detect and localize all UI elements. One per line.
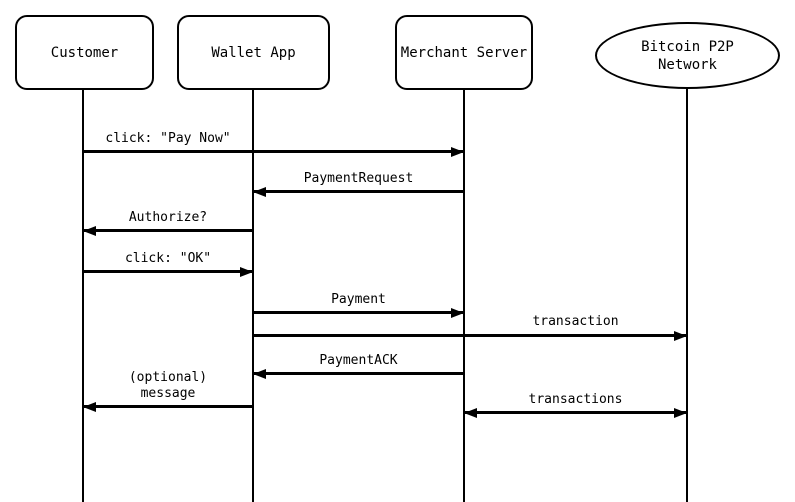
- arrowhead-left-icon: [83, 226, 96, 236]
- lifeline-wallet-app: [252, 90, 254, 502]
- message-transaction-label: transaction: [532, 314, 619, 329]
- message-payment-ack-label: PaymentACK: [319, 353, 398, 368]
- arrowhead-left-icon: [83, 402, 96, 412]
- arrow-line: [253, 311, 464, 314]
- participant-customer: Customer: [15, 15, 154, 90]
- arrow-line: [83, 229, 253, 232]
- arrowhead-right-icon: [674, 331, 687, 341]
- arrowhead-right-icon: [451, 147, 464, 157]
- arrowhead-right-icon: [674, 408, 687, 418]
- arrow-line: [253, 334, 687, 337]
- participant-bitcoin-p2p-network-label: Bitcoin P2P Network: [641, 38, 734, 73]
- message-payment-request-label: PaymentRequest: [303, 171, 414, 186]
- arrow-line: [253, 190, 464, 193]
- lifeline-merchant-server: [463, 90, 465, 502]
- participant-merchant-server: Merchant Server: [395, 15, 533, 90]
- message-click-ok-label: click: "OK": [124, 251, 212, 266]
- message-payment-label: Payment: [331, 292, 386, 307]
- message-authorize-label: Authorize?: [128, 210, 208, 225]
- arrowhead-right-icon: [451, 308, 464, 318]
- arrow-line: [464, 411, 687, 414]
- arrowhead-left-icon: [464, 408, 477, 418]
- arrow-line: [83, 270, 253, 273]
- lifeline-customer: [82, 90, 84, 502]
- arrowhead-left-icon: [253, 187, 266, 197]
- arrow-line: [83, 405, 253, 408]
- lifeline-bitcoin-p2p-network: [686, 89, 688, 502]
- participant-merchant-server-label: Merchant Server: [400, 44, 528, 61]
- participant-wallet-app-label: Wallet App: [211, 44, 296, 61]
- arrowhead-left-icon: [253, 369, 266, 379]
- message-click-pay-now-label: click: "Pay Now": [105, 131, 231, 146]
- arrowhead-right-icon: [240, 267, 253, 277]
- message-optional-message-label: (optional) message: [128, 370, 208, 401]
- participant-customer-label: Customer: [50, 44, 119, 61]
- arrow-line: [253, 372, 464, 375]
- arrow-line: [83, 150, 464, 153]
- message-transactions-label: transactions: [528, 392, 623, 407]
- participant-wallet-app: Wallet App: [177, 15, 330, 90]
- participant-bitcoin-p2p-network: Bitcoin P2P Network: [595, 22, 780, 89]
